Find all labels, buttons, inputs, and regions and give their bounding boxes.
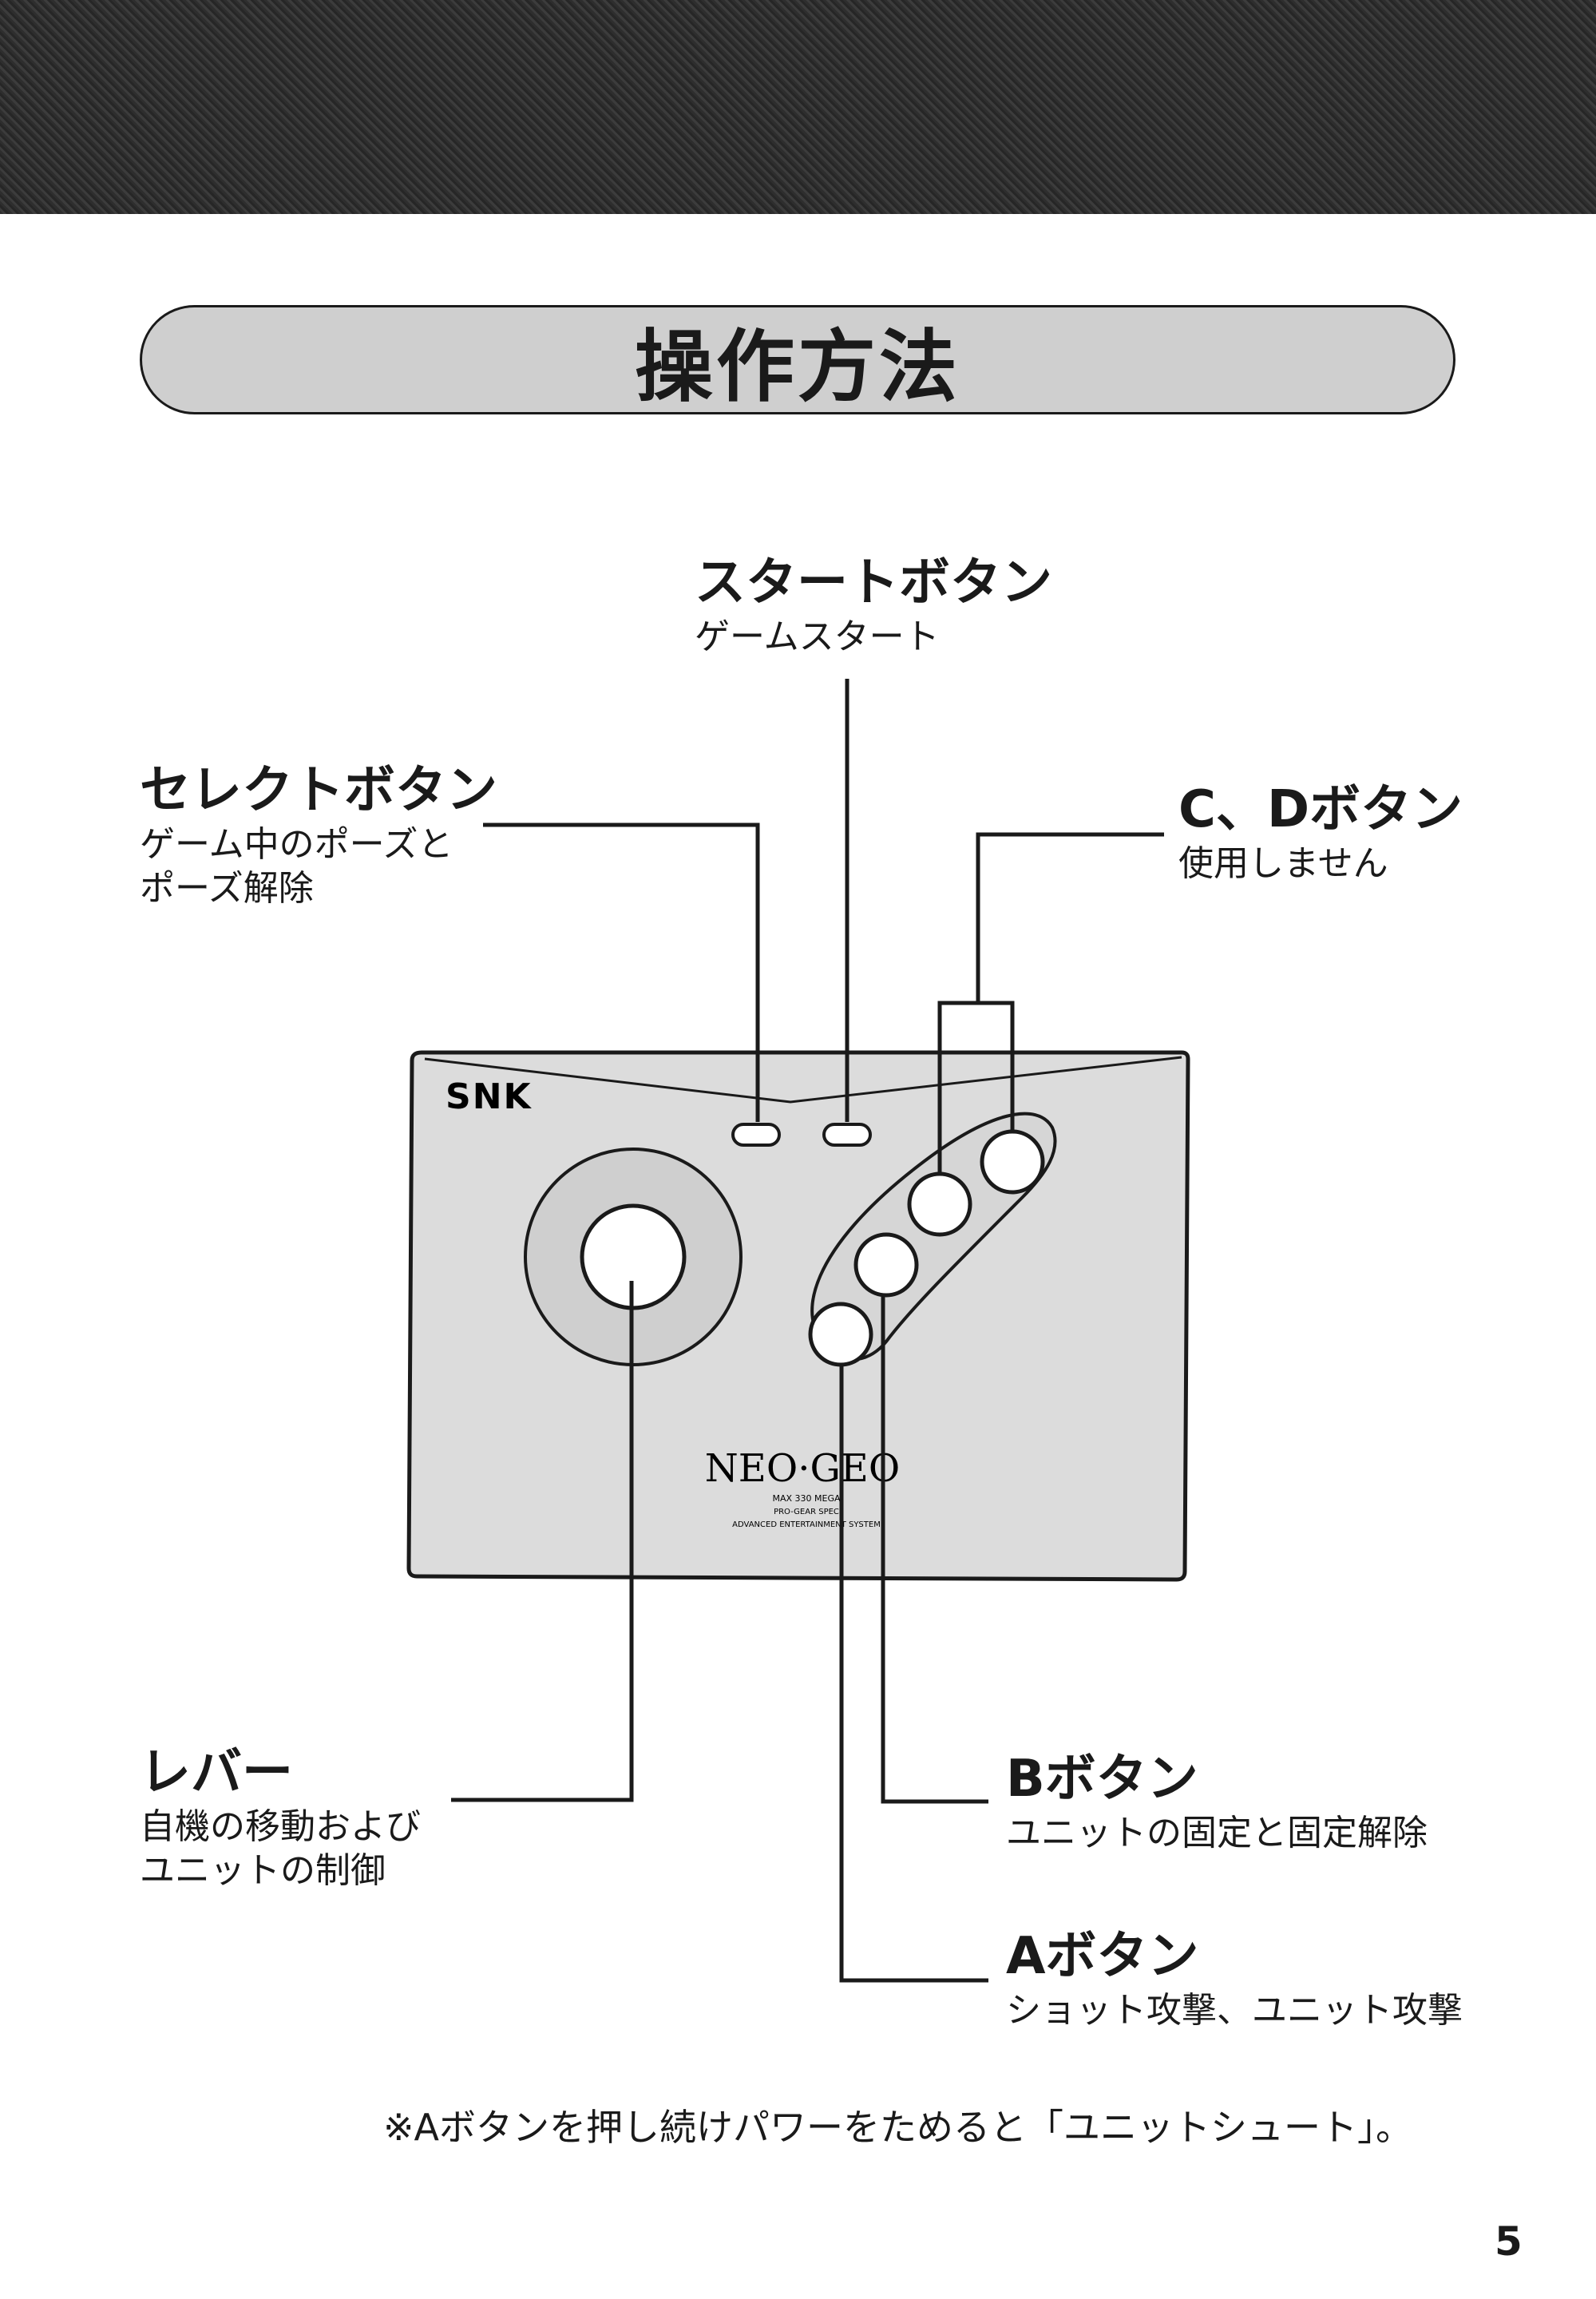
b-button-desc: ユニットの固定と固定解除 xyxy=(1006,1813,1428,1853)
fine-print-2: PRO-GEAR SPEC xyxy=(774,1508,839,1516)
lever-leader-line xyxy=(451,1281,634,1802)
start-label: スタートボタン ゲームスタート xyxy=(695,551,1052,659)
a-leader-line xyxy=(839,1366,988,1983)
lever-label: レバー 自機の移動および ユニットの制御 xyxy=(140,1741,421,1893)
button-d-shape xyxy=(980,1129,1045,1195)
neogeo-logo: NEO·GEO xyxy=(705,1446,900,1491)
a-button-desc: ショット攻撃、ユニット攻撃 xyxy=(1006,1990,1463,2031)
start-button-desc: ゲームスタート xyxy=(695,616,940,657)
b-leader-line xyxy=(881,1297,988,1804)
b-button-title: Bボタン xyxy=(1006,1750,1198,1809)
fine-print-3: ADVANCED ENTERTAINMENT SYSTEM xyxy=(732,1520,881,1529)
button-a-shape xyxy=(808,1302,873,1367)
button-c-shape xyxy=(907,1171,972,1237)
button-b-shape xyxy=(853,1232,919,1298)
start-button-title: スタートボタン xyxy=(695,553,1052,612)
cd-label: C、Dボタン 使用しません xyxy=(1178,778,1463,886)
select-button-shape xyxy=(731,1123,781,1147)
b-label: Bボタン ユニットの固定と固定解除 xyxy=(1006,1747,1428,1855)
a-button-title: Aボタン xyxy=(1006,1927,1199,1986)
select-button-desc-2: ポーズ解除 xyxy=(140,868,314,909)
snk-logo: SNK xyxy=(446,1076,533,1117)
start-button-shape xyxy=(822,1123,872,1147)
cd-bracket-line xyxy=(937,1001,1015,1172)
select-leader-line xyxy=(483,822,760,1122)
cd-button-desc: 使用しません xyxy=(1178,843,1388,884)
a-label: Aボタン ショット攻撃、ユニット攻撃 xyxy=(1006,1924,1463,2032)
select-button-title: セレクトボタン xyxy=(140,761,497,820)
section-title: 操作方法 xyxy=(634,321,960,413)
cd-button-title: C、Dボタン xyxy=(1178,780,1463,839)
lever-desc-1: 自機の移動および xyxy=(140,1806,421,1847)
controller-panel-line xyxy=(424,1056,1182,1104)
section-title-box: 操作方法 xyxy=(140,305,1455,414)
cd-leader-line xyxy=(976,832,1164,1003)
lever-desc-2: ユニットの制御 xyxy=(140,1850,386,1891)
select-button-desc-1: ゲーム中のポーズと xyxy=(140,824,453,865)
header-band xyxy=(0,0,1596,214)
page-number: 5 xyxy=(1495,2218,1523,2265)
fine-print-1: MAX 330 MEGA xyxy=(772,1493,841,1504)
select-label: セレクトボタン ゲーム中のポーズと ポーズ解除 xyxy=(140,759,497,910)
lever-title: レバー xyxy=(140,1743,293,1802)
footnote: ※Aボタンを押し続けパワーをためると「ユニットシュート」。 xyxy=(383,2106,1413,2149)
